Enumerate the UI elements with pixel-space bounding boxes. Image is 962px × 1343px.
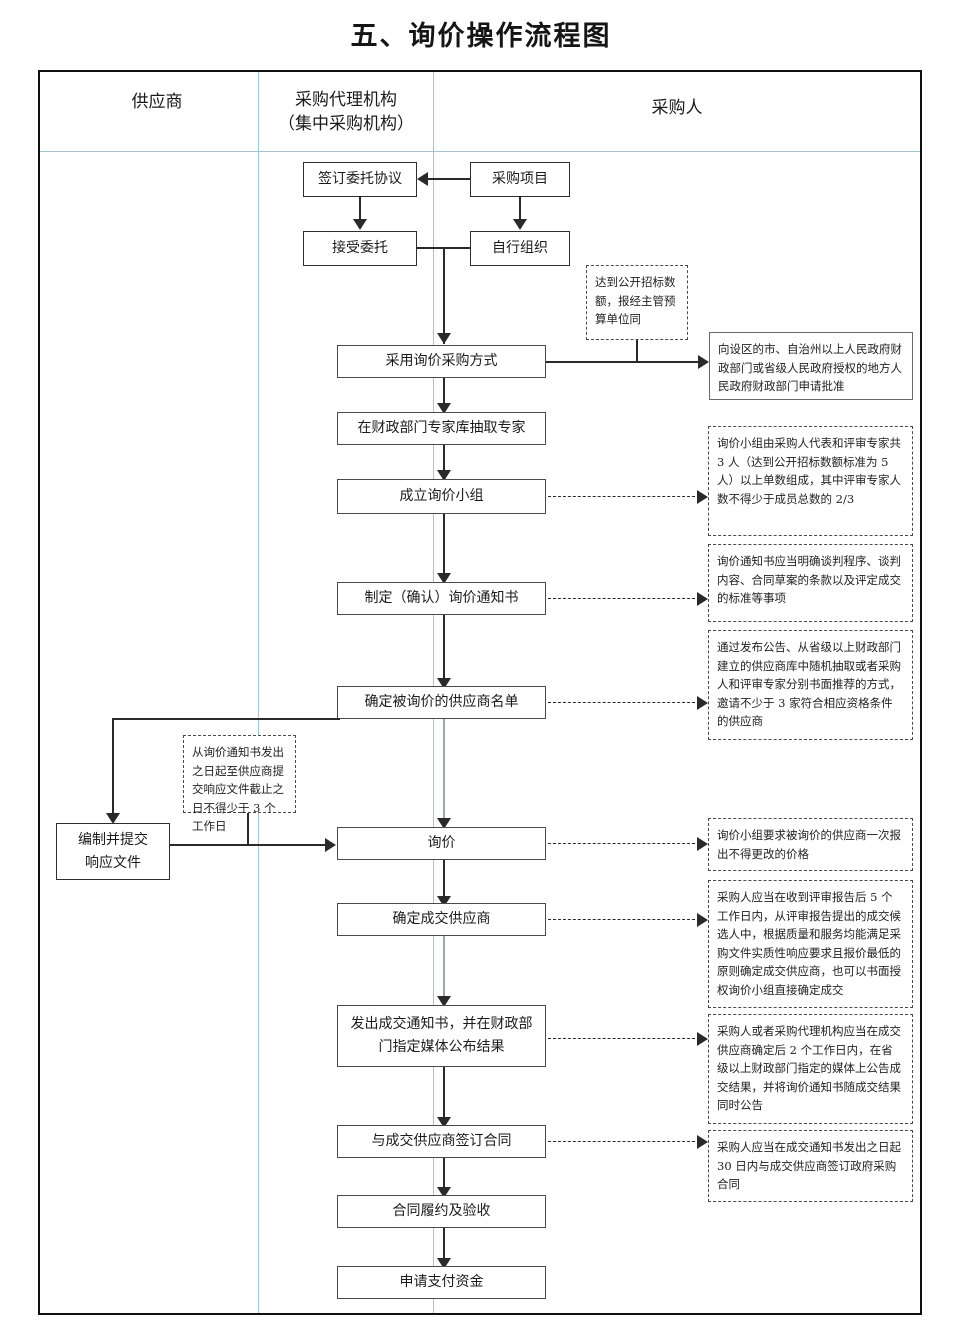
note-winner-determination: 采购人应当在收到评审报告后 5 个工作日内，从评审报告提出的成交候选人中，根据质… — [708, 880, 913, 1008]
arrowhead-list-to-note — [697, 696, 708, 710]
connector-perform-to-payment — [443, 1228, 445, 1260]
arrowhead-project-to-self — [513, 219, 527, 230]
arrowhead-adopt-to-draw — [437, 403, 451, 414]
arrowhead-winner-to-issue — [437, 996, 451, 1007]
connector-issue-to-contract — [443, 1067, 445, 1119]
box-sign-entrust[interactable]: 签订委托协议 — [303, 162, 417, 197]
box-draw-experts[interactable]: 在财政部门专家库抽取专家 — [337, 412, 546, 445]
connector-merge-vertical — [443, 247, 445, 344]
box-sign-contract[interactable]: 与成交供应商签订合同 — [337, 1125, 546, 1158]
connector-adopt-to-draw — [443, 378, 445, 405]
box-prepare-submit-label: 编制并提交响应文件 — [78, 831, 148, 871]
connector-issue-to-note — [548, 1038, 700, 1039]
note-contract-deadline: 采购人应当在成交通知书发出之日起 30 日内与成交供应商签订政府采购合同 — [708, 1130, 913, 1202]
connector-notice-to-list — [443, 615, 445, 680]
box-procure-project[interactable]: 采购项目 — [470, 162, 570, 197]
connector-list-to-inquiry — [443, 719, 445, 827]
box-issue-notice[interactable]: 发出成交通知书，并在财政部门指定媒体公布结果 — [337, 1005, 546, 1067]
note-announce-result: 采购人或者采购代理机构应当在成交供应商确定后 2 个工作日内，在省级以上财政部门… — [708, 1014, 913, 1124]
arrowhead-inquiry-to-winner — [437, 896, 451, 907]
box-self-organize[interactable]: 自行组织 — [470, 231, 570, 266]
connector-list-to-note — [548, 702, 700, 703]
arrowhead-merge-to-adopt — [437, 333, 451, 344]
lane-header-agency: 采购代理机构 （集中采购机构） — [260, 88, 432, 136]
arrowhead-sign-to-accept — [353, 219, 367, 230]
note-approval: 向设区的市、自治州以上人民政府财政部门或省级人民政府授权的地方人民政府财政部门申… — [709, 332, 913, 400]
lane-divider-left — [258, 72, 259, 1313]
box-issue-notice-label: 发出成交通知书，并在财政部门指定媒体公布结果 — [350, 1016, 533, 1055]
arrowhead-draw-to-group — [437, 470, 451, 481]
arrowhead-prepare-to-inquiry — [325, 838, 336, 852]
arrowhead-notice-to-note — [697, 592, 708, 606]
connector-inquiry-to-note — [548, 843, 700, 844]
arrowhead-inquiry-to-note — [697, 837, 708, 851]
connector-contract-to-note — [548, 1141, 700, 1142]
connector-sign-to-accept — [359, 197, 361, 220]
arrowhead-group-to-notice — [437, 573, 451, 584]
arrowhead-left-branch — [106, 813, 120, 824]
box-apply-payment[interactable]: 申请支付资金 — [337, 1266, 546, 1299]
arrowhead-perform-to-payment — [437, 1258, 451, 1269]
connector-adopt-to-approval — [546, 361, 703, 363]
lane-header-supplier: 供应商 — [58, 90, 256, 114]
box-make-notice[interactable]: 制定（确认）询价通知书 — [337, 582, 546, 615]
arrowhead-adopt-to-approval — [698, 355, 709, 369]
arrowhead-issue-to-note — [697, 1032, 708, 1046]
arrowhead-issue-to-contract — [437, 1117, 451, 1128]
lane-header-agency-sublabel: （集中采购机构） — [278, 114, 414, 134]
connector-prepare-to-inquiry — [170, 844, 330, 846]
connector-list-to-left-branch — [112, 718, 340, 720]
arrowhead-notice-to-list — [437, 678, 451, 689]
connector-winner-to-issue — [443, 936, 445, 998]
box-confirm-list[interactable]: 确定被询价的供应商名单 — [337, 686, 546, 719]
connector-inquiry-to-winner — [443, 860, 445, 898]
box-determine-winner[interactable]: 确定成交供应商 — [337, 903, 546, 936]
note-one-time-quote: 询价小组要求被询价的供应商一次报出不得更改的价格 — [708, 818, 913, 871]
note-notice-content: 询价通知书应当明确谈判程序、谈判内容、合同草案的条款以及评定成交的标准等事项 — [708, 544, 913, 622]
arrowhead-contract-to-perform — [437, 1187, 451, 1198]
connector-threshold-stem — [636, 340, 638, 362]
box-contract-perform[interactable]: 合同履约及验收 — [337, 1195, 546, 1228]
box-adopt-inquiry[interactable]: 采用询价采购方式 — [337, 345, 546, 378]
arrowhead-contract-to-note — [697, 1135, 708, 1149]
connector-notice-to-note — [548, 598, 700, 599]
lane-header-purchaser-label: 采购人 — [651, 98, 703, 118]
lane-header-agency-label: 采购代理机构 — [295, 90, 397, 110]
connector-contract-to-perform — [443, 1158, 445, 1189]
box-form-group[interactable]: 成立询价小组 — [337, 479, 546, 514]
connector-group-to-notice — [443, 514, 445, 575]
connector-winner-to-note — [548, 919, 700, 920]
page-title: 五、询价操作流程图 — [350, 21, 612, 52]
note-threshold: 达到公开招标数额，报经主管预算单位同 — [586, 265, 688, 340]
connector-left-branch-down — [112, 718, 114, 815]
lane-header-supplier-label: 供应商 — [131, 92, 183, 112]
lane-header-purchaser: 采购人 — [435, 96, 919, 120]
arrowhead-group-to-note — [697, 490, 708, 504]
note-group-composition: 询价小组由采购人代表和评审专家共 3 人（达到公开招标数额标准为 5 人）以上单… — [708, 426, 913, 536]
connector-draw-to-group — [443, 445, 445, 472]
box-accept-entrust[interactable]: 接受委托 — [303, 231, 417, 266]
connector-deadline-stem — [247, 813, 249, 845]
box-prepare-submit[interactable]: 编制并提交响应文件 — [56, 823, 170, 880]
note-supplier-selection: 通过发布公告、从省级以上财政部门建立的供应商库中随机抽取或者采购人和评审专家分别… — [708, 630, 913, 740]
connector-project-to-sign — [428, 178, 470, 180]
arrowhead-winner-to-note — [697, 913, 708, 927]
lane-header-rule — [40, 151, 920, 152]
connector-group-to-note — [548, 496, 700, 497]
connector-project-to-self — [519, 197, 521, 220]
arrowhead-list-to-inquiry — [437, 818, 451, 829]
box-inquiry[interactable]: 询价 — [337, 827, 546, 860]
arrowhead-project-to-sign — [417, 172, 428, 186]
note-response-deadline: 从询价通知书发出之日起至供应商提交响应文件截止之日不得少于 3 个工作日 — [183, 735, 296, 833]
